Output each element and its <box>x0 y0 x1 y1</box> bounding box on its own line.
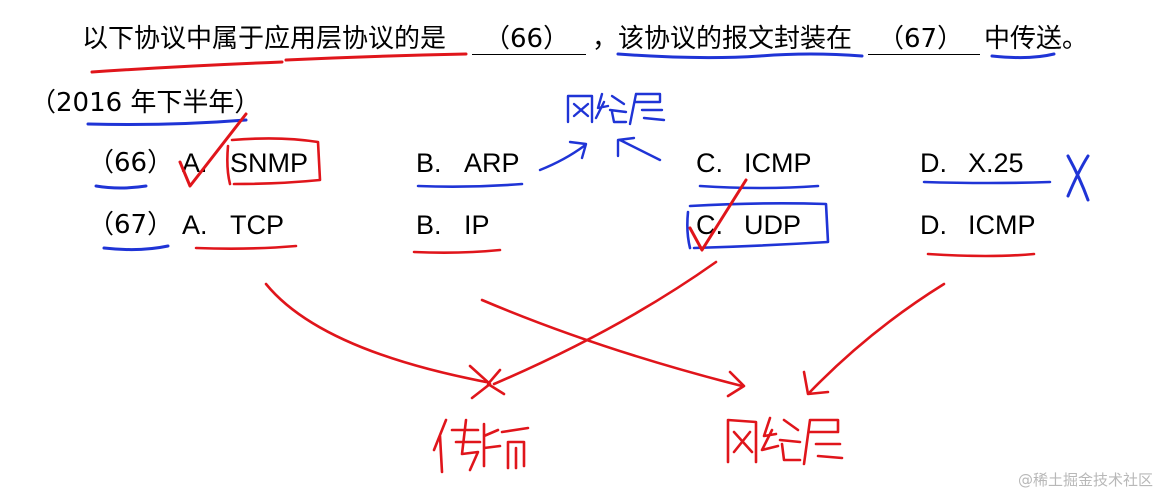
blue-underline-year <box>86 118 248 126</box>
option-67-a: A.TCP <box>182 210 284 240</box>
blue-arrow-from-icmp-head <box>616 136 636 158</box>
blue-arrow-from-arp <box>538 144 586 172</box>
question-part2: ，该协议的报文封装在 <box>592 24 853 54</box>
red-underline-icmp67 <box>926 252 1036 258</box>
blank-label-67: （67） <box>878 24 964 54</box>
option-66-d: D.X.25 <box>920 148 1024 178</box>
blue-underline-stem-2 <box>990 52 1056 60</box>
red-underline-ip <box>412 248 502 254</box>
watermark: @稀土掘金技术社区 <box>1017 471 1153 489</box>
blue-arrow-from-arp-head <box>568 140 588 160</box>
network-layer-blue-handwriting <box>566 92 666 126</box>
blank-label-66: （66） <box>484 24 570 54</box>
option-67-c: C.UDP <box>696 210 802 240</box>
option-66-a: A.SNMP <box>182 148 309 178</box>
red-arrow-ip-to-network <box>480 298 744 388</box>
option-67-d: D.ICMP <box>920 210 1036 240</box>
question-part3: 中传送。 <box>984 24 1089 54</box>
red-arrow-icmp-to-network <box>808 282 946 394</box>
option-67-b: B.IP <box>416 210 490 240</box>
blue-x-mark <box>1066 154 1090 202</box>
question-source: （2016 年下半年） <box>30 88 261 118</box>
option-66-c: C.ICMP <box>696 148 812 178</box>
blue-underline-arp <box>416 182 524 188</box>
red-arrow-ip-head <box>726 370 746 398</box>
blue-underline-icmp <box>698 184 820 190</box>
network-red-handwriting <box>726 416 844 466</box>
option-66-b: B.ARP <box>416 148 520 178</box>
row-number-66: （66） <box>88 148 174 178</box>
red-underline-stem-1 <box>90 60 284 74</box>
blue-underline-stem-1 <box>616 52 864 60</box>
blue-underline-66 <box>94 184 148 190</box>
transport-red-handwriting <box>432 418 530 474</box>
blue-underline-67 <box>102 244 170 252</box>
answer-blank-67 <box>868 24 980 55</box>
red-arrow-transport-head <box>468 364 506 400</box>
blue-underline-x25 <box>922 180 1052 185</box>
row-number-67: （67） <box>88 210 174 240</box>
red-arrow-tcp-to-transport <box>264 282 488 384</box>
red-arrow-udp-to-transport <box>492 260 718 386</box>
red-arrow-icmp-head <box>802 370 830 396</box>
red-underline-stem-2 <box>284 52 468 62</box>
blue-arrow-from-icmp <box>618 138 662 162</box>
red-underline-tcp <box>194 244 298 250</box>
question-part1: 以下协议中属于应用层协议的是 <box>82 24 447 54</box>
answer-blank-66 <box>472 24 586 55</box>
